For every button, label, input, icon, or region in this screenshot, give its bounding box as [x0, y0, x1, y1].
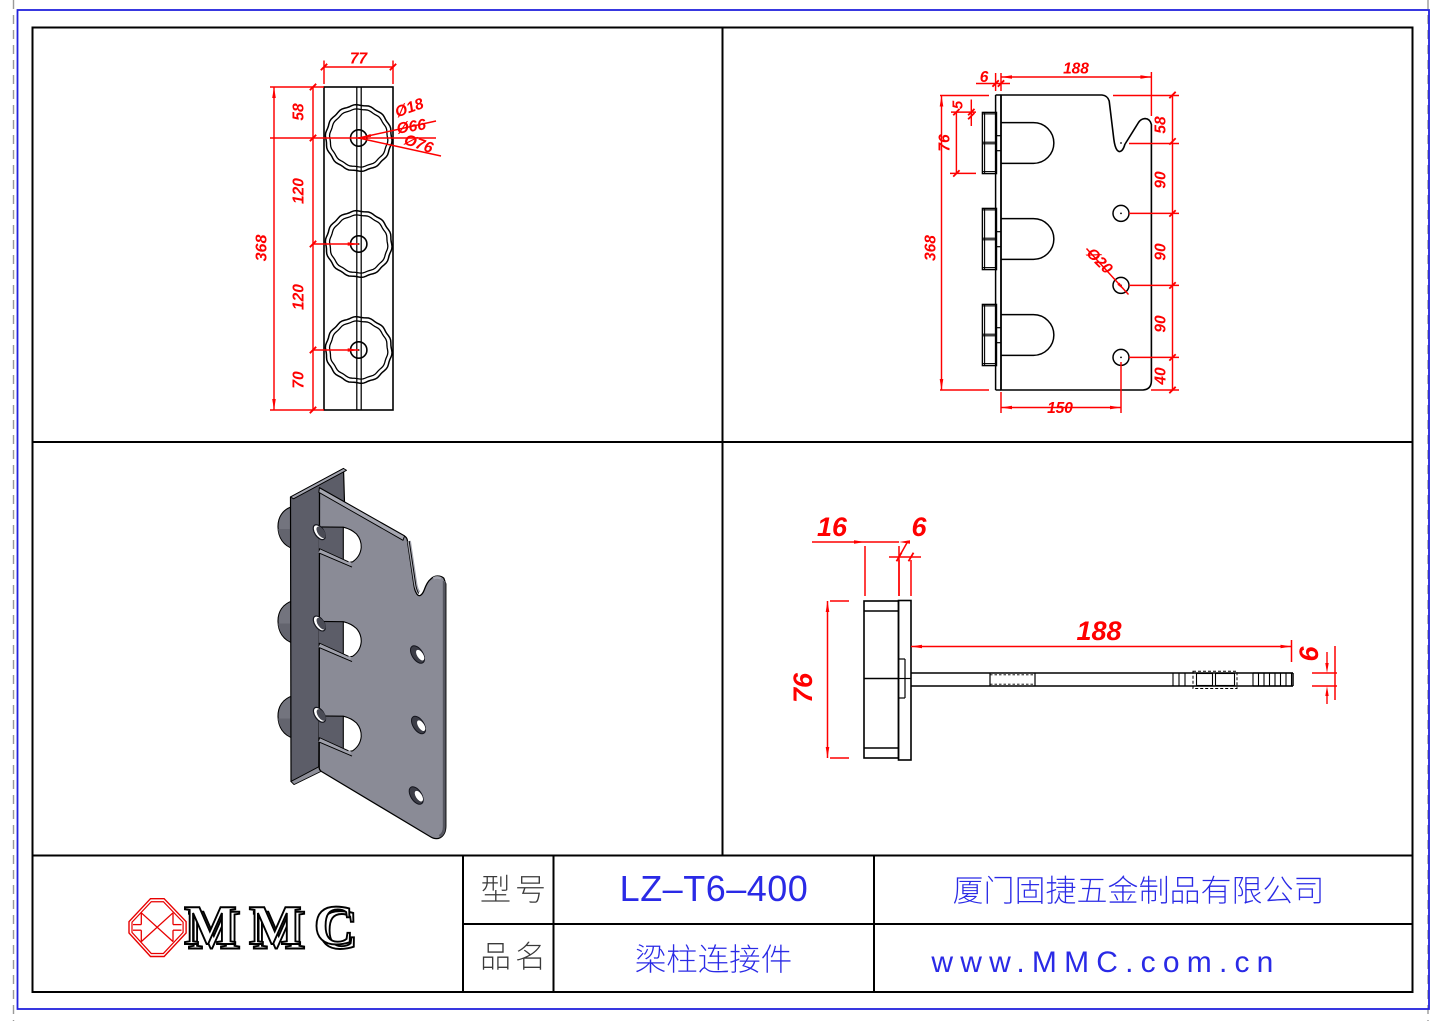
svg-text:368: 368	[254, 235, 271, 262]
svg-text:MMC: MMC	[188, 900, 370, 962]
svg-text:40: 40	[1153, 367, 1170, 386]
svg-text:www.MMC.com.cn: www.MMC.com.cn	[930, 946, 1280, 979]
svg-text:368: 368	[923, 235, 940, 261]
svg-text:76: 76	[937, 134, 954, 152]
svg-text:MMC: MMC	[184, 895, 366, 957]
svg-text:5: 5	[950, 100, 967, 109]
svg-text:76: 76	[788, 672, 818, 703]
svg-text:188: 188	[1076, 616, 1121, 646]
svg-text:150: 150	[1047, 400, 1073, 417]
svg-text:58: 58	[291, 103, 308, 121]
svg-text:Ø66: Ø66	[395, 116, 427, 137]
svg-text:6: 6	[911, 512, 927, 542]
svg-text:16: 16	[817, 512, 848, 542]
svg-text:6: 6	[1294, 646, 1324, 662]
svg-text:90: 90	[1153, 315, 1170, 333]
svg-text:188: 188	[1063, 61, 1089, 78]
svg-text:90: 90	[1153, 243, 1170, 261]
svg-text:58: 58	[1153, 116, 1170, 134]
svg-text:77: 77	[350, 51, 369, 68]
svg-text:70: 70	[291, 371, 308, 389]
svg-text:120: 120	[291, 284, 308, 310]
svg-text:6: 6	[980, 69, 989, 86]
svg-text:90: 90	[1153, 171, 1170, 189]
svg-text:LZ–T6–400: LZ–T6–400	[620, 868, 809, 909]
svg-text:120: 120	[291, 178, 308, 204]
